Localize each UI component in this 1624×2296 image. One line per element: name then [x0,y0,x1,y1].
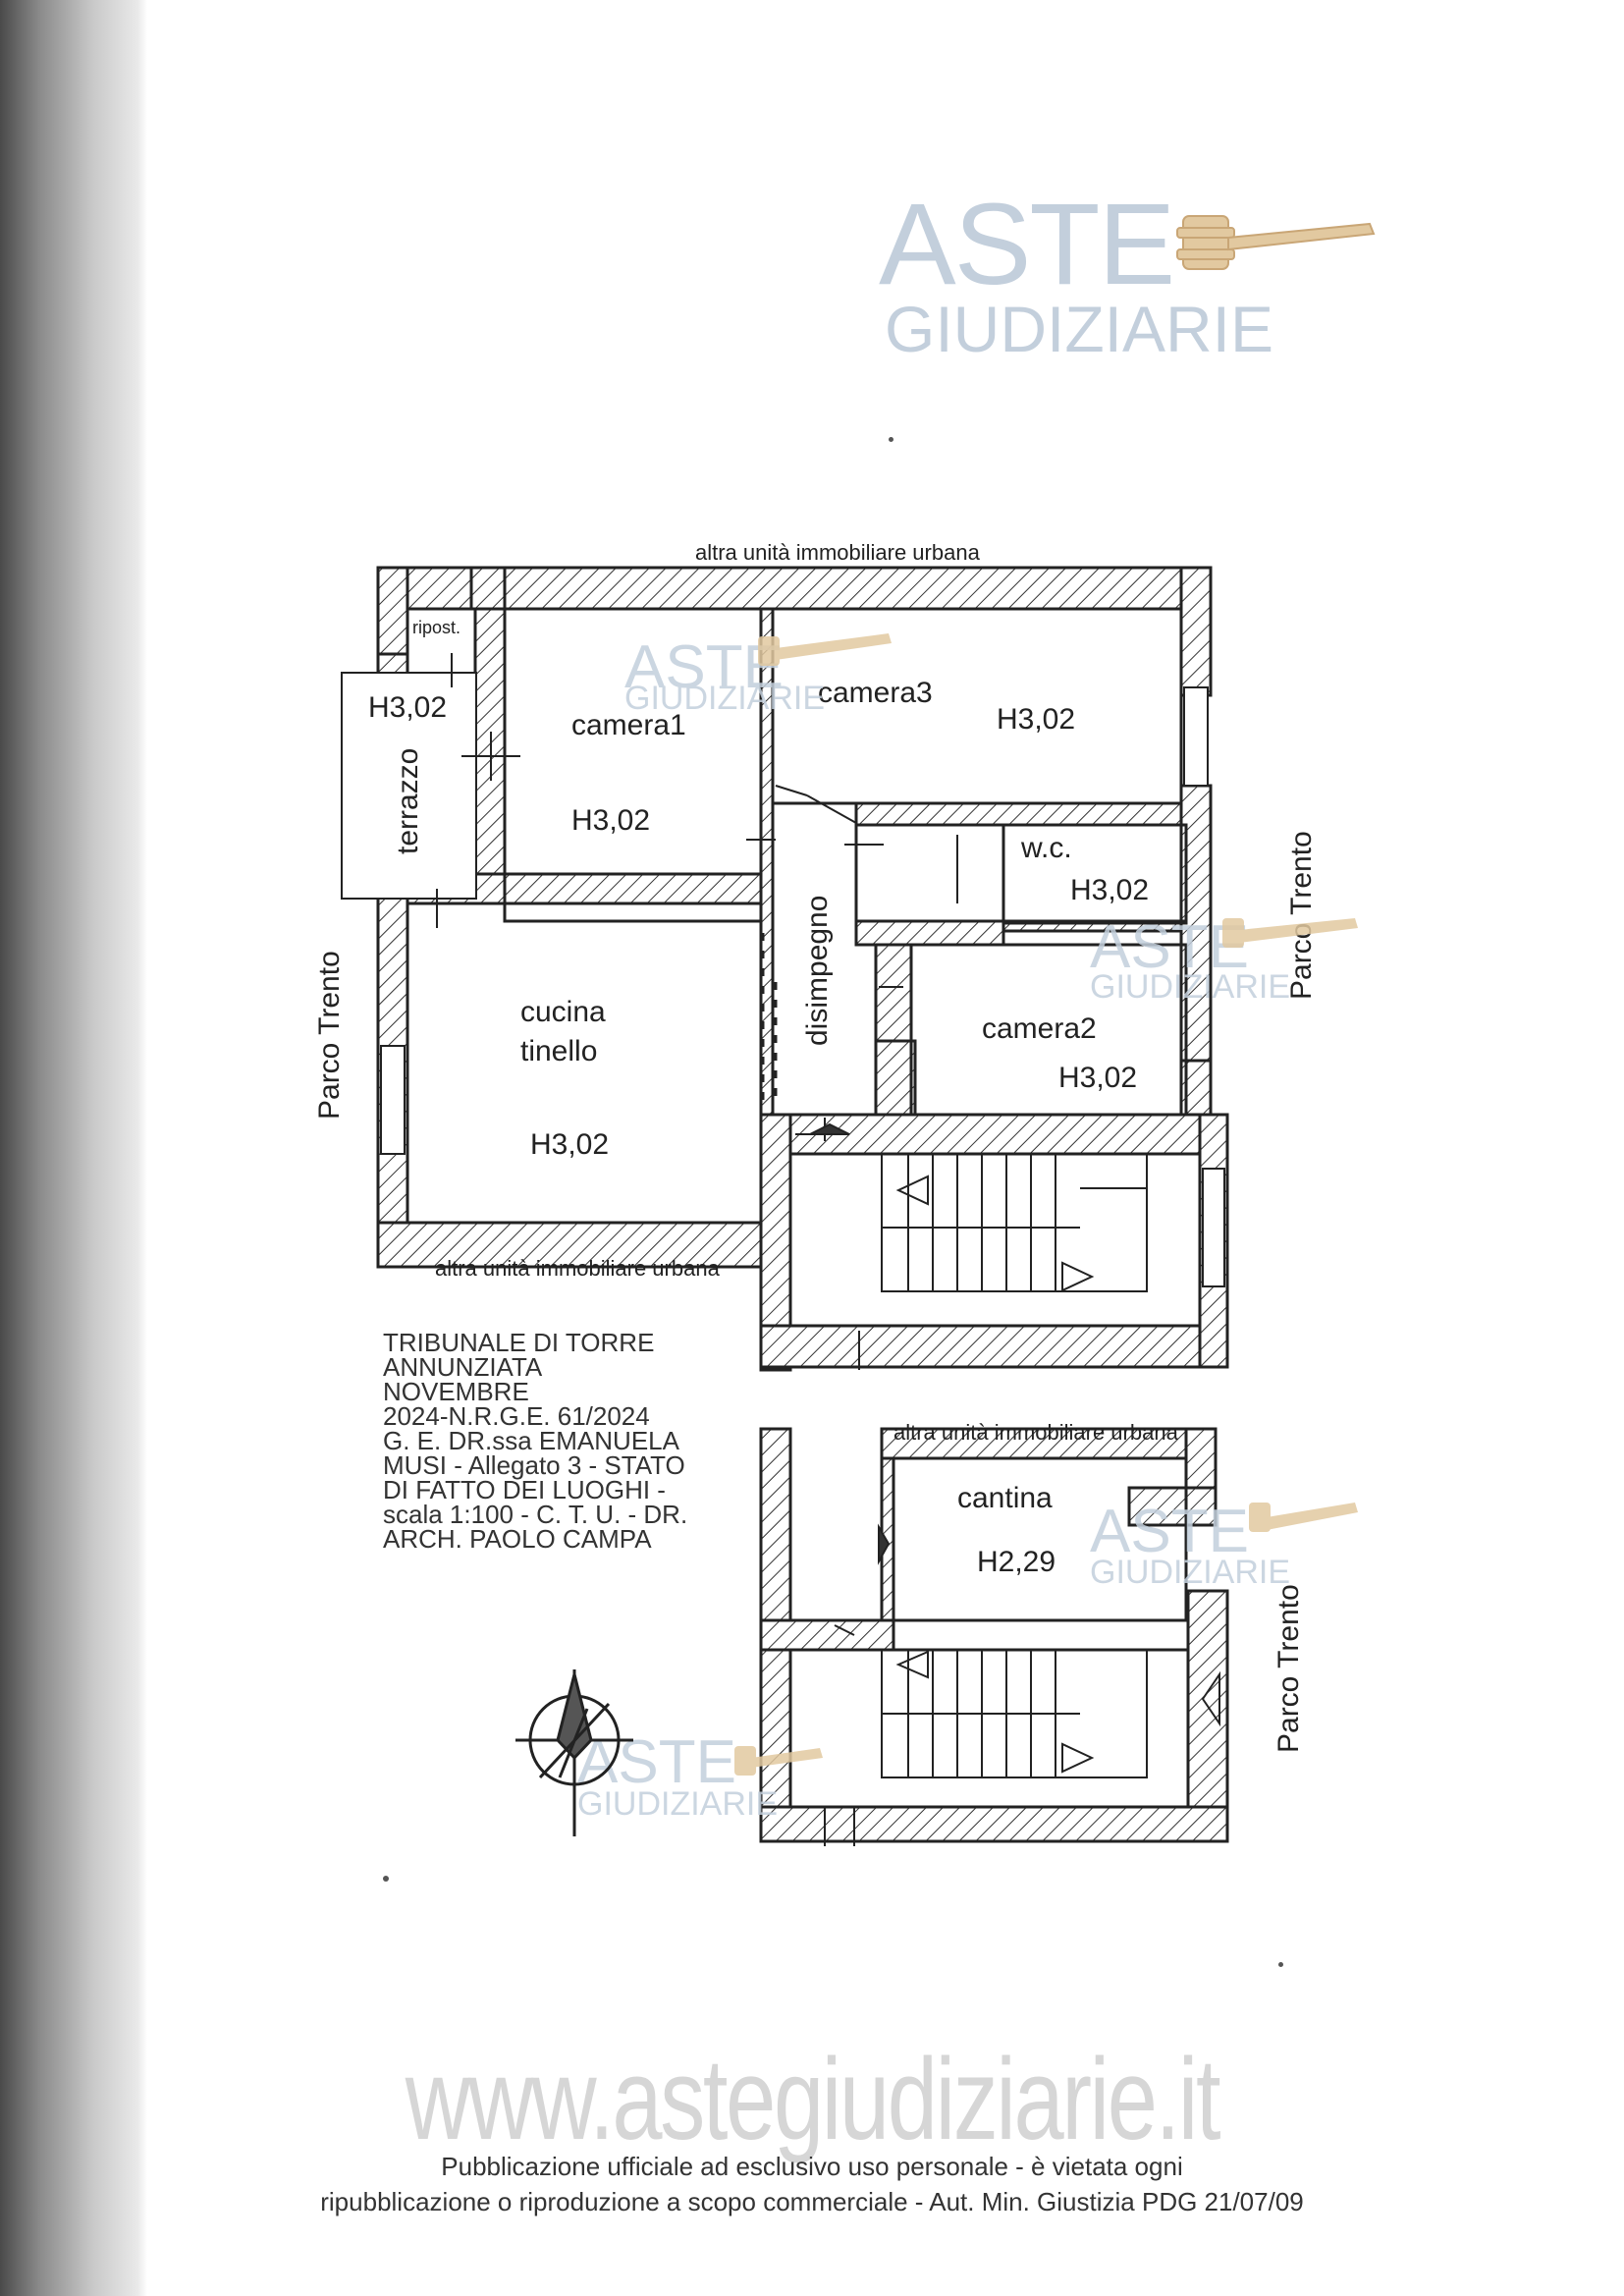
cellar-neighbour-label: altra unità immobiliare urbana [893,1420,1179,1445]
ripost-label: ripost. [412,618,460,637]
scan-dot [383,1876,389,1882]
footer-line2: ripubblicazione o riproduzione a scopo c… [320,2187,1304,2216]
camera3-height: H3,02 [997,703,1075,736]
terrazzo-height: H3,02 [368,691,447,724]
watermark-line1: ASTE [879,180,1175,309]
legend-line: DI FATTO DEI LUOGHI - [383,1475,666,1504]
legend-line: scala 1:100 - C. T. U. - DR. [383,1500,688,1529]
legend-line: 2024-N.R.G.E. 61/2024 [383,1401,650,1431]
legend-line: TRIBUNALE DI TORRE [383,1328,655,1357]
scan-dot [889,437,893,442]
small-watermark-2: ASTE [1090,913,1249,981]
disimpegno-label: disimpegno [801,896,834,1046]
left-street-label: Parco Trento [313,951,346,1120]
legend-block: TRIBUNALE DI TORRE ANNUNZIATA NOVEMBRE 2… [383,1328,756,1554]
small-watermark-1b: GIUDIZIARIE [624,680,825,717]
camera3-label: camera3 [818,677,933,709]
small-watermark-3b: GIUDIZIARIE [1090,1554,1290,1591]
cantina-height: H2,29 [977,1546,1056,1578]
small-watermark-3: ASTE [1090,1498,1249,1565]
small-watermark-4b: GIUDIZIARIE [577,1785,778,1823]
entrance-arrow-icon [809,1122,850,1135]
cucina-height: H3,02 [530,1128,609,1161]
footer-notice: Pubblicazione ufficiale ad esclusivo uso… [0,2149,1624,2219]
wc-label: w.c. [1020,832,1072,864]
legend-line: MUSI - Allegato 3 - STATO [383,1450,685,1480]
wc-height: H3,02 [1070,874,1149,906]
footer-line1: Pubblicazione ufficiale ad esclusivo uso… [441,2152,1183,2181]
top-neighbour-label: altra unità immobiliare urbana [695,540,981,565]
camera1-label: camera1 [571,709,686,741]
cantina-label: cantina [957,1482,1053,1514]
camera2-height: H3,02 [1058,1062,1137,1094]
legend-line: NOVEMBRE [383,1377,529,1406]
cucina-label: cucina [520,996,606,1028]
scan-binding-edge [0,0,147,2296]
terrazzo-label: terrazzo [392,748,424,854]
scan-dot [1278,1962,1283,1967]
watermark-line2: GIUDIZIARIE [885,293,1274,365]
gavel-icon [1176,215,1376,270]
small-watermark-2b: GIUDIZIARIE [1090,968,1290,1006]
aste-watermark: ASTE GIUDIZIARIE [879,180,1376,383]
cellar-entrance-arrow-icon [878,1523,891,1565]
terrace [341,672,477,900]
right-street-label: Parco Trento [1285,831,1318,1000]
legend-line: ANNUNZIATA [383,1352,543,1382]
north-arrow-icon [515,1669,633,1836]
staircase [881,1153,1148,1292]
small-watermark-1: ASTE [624,633,784,701]
site-url-watermark: www.astegiudiziarie.it [405,2035,1221,2164]
tinello-label: tinello [520,1035,597,1067]
camera1-height: H3,02 [571,804,650,837]
legend-line: G. E. DR.ssa EMANUELA [383,1426,679,1455]
legend-line: ARCH. PAOLO CAMPA [383,1524,652,1554]
camera2-label: camera2 [982,1012,1097,1045]
bottom-neighbour-label: altra unità immobiliare urbana [435,1256,721,1281]
cellar-street-label: Parco Trento [1272,1584,1305,1753]
